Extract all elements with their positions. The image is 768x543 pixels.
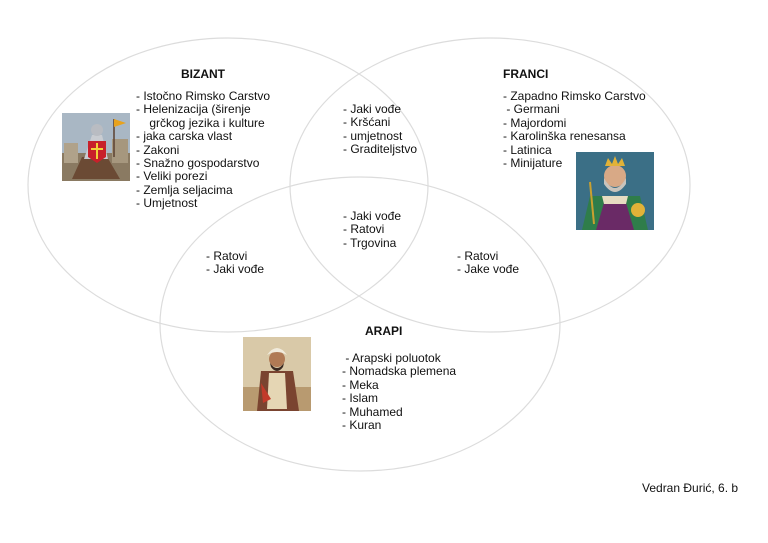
frankish-king-image [576, 152, 654, 230]
list-item: - Umjetnost [136, 196, 198, 211]
list-item: - umjetnost [343, 128, 403, 143]
list-item: - Graditeljstvo [343, 142, 418, 157]
list-item: - Jaki vođe [343, 102, 402, 116]
list-item: - Veliki porezi [136, 169, 208, 184]
byzantine-knight-image [62, 113, 130, 181]
arapi-list: - Arapski poluotok - Nomadska plemena - … [342, 351, 457, 433]
overlap-bizant-franci: - Jaki vođe - Kršćani - umjetnost - Grad… [343, 102, 418, 157]
list-item: - Arapski poluotok [342, 351, 441, 365]
list-item: - Meka [342, 377, 379, 392]
list-item: - Jaki vođe [206, 262, 265, 277]
overlap-franci-arapi: - Ratovi - Jake vođe [457, 249, 520, 277]
list-item: - Latinica [503, 142, 552, 157]
bizant-title: BIZANT [181, 67, 225, 81]
overlap-bizant-arapi: - Ratovi - Jaki vođe [206, 249, 265, 277]
list-item: - Kršćani [343, 115, 391, 130]
list-item: - Kuran [342, 418, 382, 433]
list-item: - Muhamed [342, 404, 403, 419]
circle-bizant [27, 37, 429, 333]
list-item: - jaka carska vlast [136, 129, 233, 144]
list-item: - Jake vođe [457, 262, 520, 277]
list-item: - Majordomi [503, 115, 567, 130]
circle-franci [289, 37, 691, 333]
list-item: - Zakoni [136, 142, 180, 157]
list-item: - Istočno Rimsko Carstvo [136, 89, 271, 103]
franci-title: FRANCI [503, 67, 549, 81]
bizant-list: - Istočno Rimsko Carstvo - Helenizacija … [136, 89, 271, 211]
arapi-title: ARAPI [365, 324, 403, 338]
circle-arapi [159, 176, 561, 472]
author-label: Vedran Đurić, 6. b [642, 481, 739, 495]
list-item: - Islam [342, 391, 378, 406]
list-item: - Helenizacija (širenje [136, 102, 251, 117]
franci-list: - Zapadno Rimsko Carstvo - Germani - Maj… [503, 89, 646, 171]
list-item: - Snažno gospodarstvo [136, 156, 260, 171]
list-item: - Minijature [503, 156, 563, 171]
list-item: - Germani [503, 102, 560, 117]
list-item: - Ratovi [343, 222, 385, 237]
arab-ruler-image [243, 337, 311, 411]
list-item: - Zapadno Rimsko Carstvo [503, 89, 646, 103]
list-item: - Zemlja seljacima [136, 182, 233, 197]
list-item: - Trgovina [343, 235, 397, 250]
overlap-all-three: - Jaki vođe - Ratovi - Trgovina [343, 209, 402, 250]
list-item: - Nomadska plemena [342, 364, 457, 379]
list-item: - Karolinška renesansa [503, 129, 626, 144]
list-item: - Jaki vođe [343, 209, 402, 223]
list-item: grčkog jezika i kulture [136, 115, 265, 130]
list-item: - Ratovi [206, 249, 248, 263]
list-item: - Ratovi [457, 249, 499, 263]
